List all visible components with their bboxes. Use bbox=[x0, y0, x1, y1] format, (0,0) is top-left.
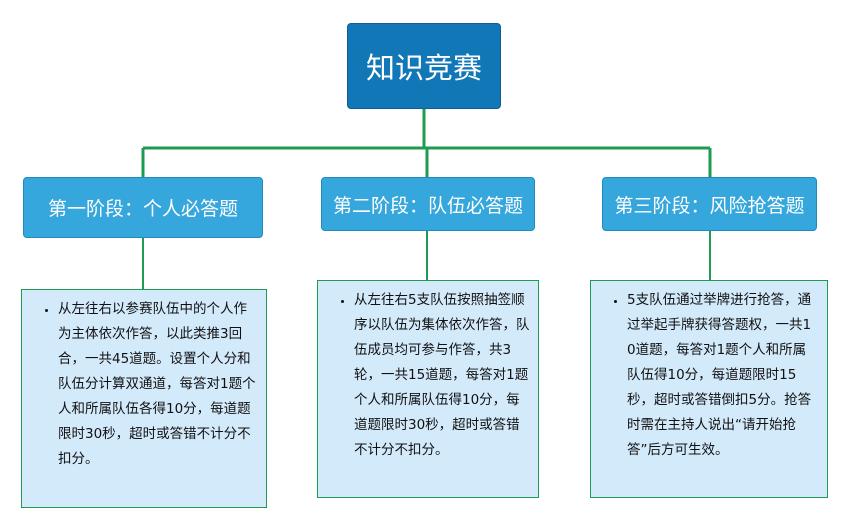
stage-3-detail-box: 5支队伍通过举牌进行抢答，通过举起手牌获得答题权，一共10道题，每答对1题个人和… bbox=[590, 280, 828, 498]
stage-2-box: 第二阶段：队伍必答题 bbox=[321, 177, 535, 231]
stage-1-box: 第一阶段：个人必答题 bbox=[23, 177, 263, 238]
stage-3-title: 第三阶段：风险抢答题 bbox=[614, 194, 805, 217]
stage-3-box: 第三阶段：风险抢答题 bbox=[602, 177, 817, 231]
root-topic-box: 知识竞赛 bbox=[347, 23, 501, 109]
root-title: 知识竞赛 bbox=[365, 51, 482, 85]
stage-1-detail-box: 从左往右以参赛队伍中的个人作为主体依次作答，以此类推3回合，一共45道题。设置个… bbox=[21, 289, 267, 508]
stage-2-detail-box: 从左往右5支队伍按照抽签顺序以队伍为集体依次作答，队伍成员均可参与作答，共3轮，… bbox=[317, 280, 539, 498]
stage-1-detail-list: 从左往右以参赛队伍中的个人作为主体依次作答，以此类推3回合，一共45道题。设置个… bbox=[22, 297, 266, 472]
stage-1-title: 第一阶段：个人必答题 bbox=[47, 198, 238, 220]
stage-2-title: 第二阶段：队伍必答题 bbox=[332, 194, 523, 217]
stage-2-detail-text: 从左往右5支队伍按照抽签顺序以队伍为集体依次作答，队伍成员均可参与作答，共3轮，… bbox=[354, 288, 538, 463]
stage-3-detail-text: 5支队伍通过举牌进行抢答，通过举起手牌获得答题权，一共10道题，每答对1题个人和… bbox=[627, 288, 827, 463]
stage-1-detail-text: 从左往右以参赛队伍中的个人作为主体依次作答，以此类推3回合，一共45道题。设置个… bbox=[58, 297, 266, 472]
stage-2-detail-list: 从左往右5支队伍按照抽签顺序以队伍为集体依次作答，队伍成员均可参与作答，共3轮，… bbox=[318, 288, 538, 463]
stage-3-detail-list: 5支队伍通过举牌进行抢答，通过举起手牌获得答题权，一共10道题，每答对1题个人和… bbox=[591, 288, 827, 463]
